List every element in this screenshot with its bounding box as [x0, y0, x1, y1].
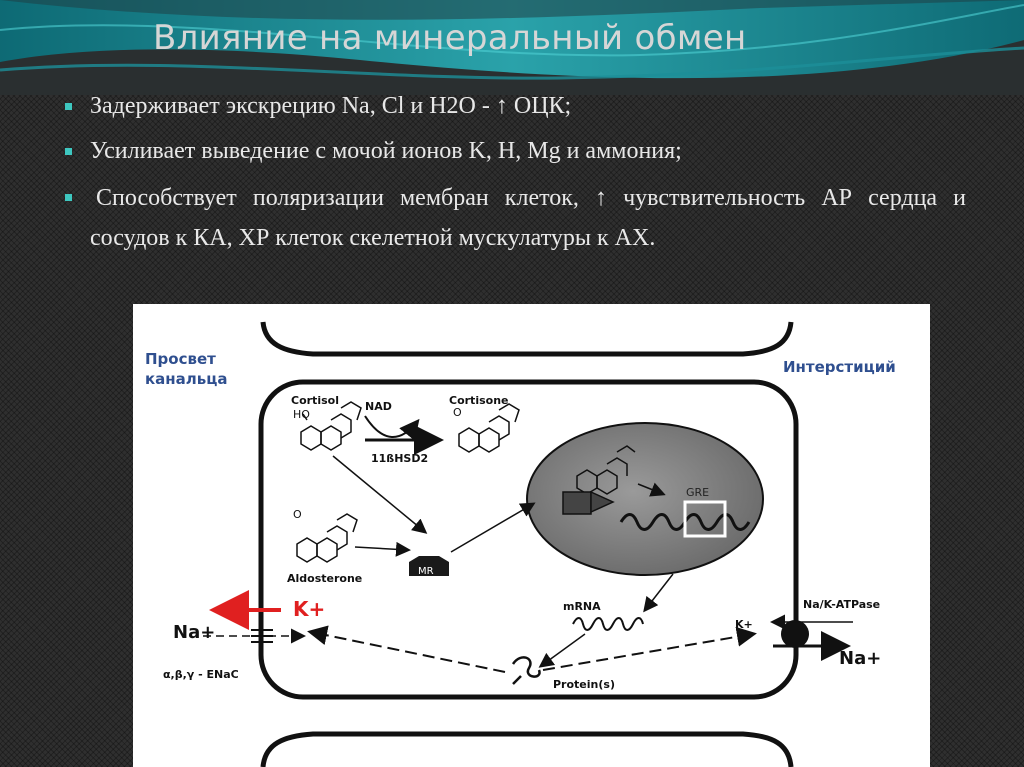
cell-outline	[258, 379, 799, 700]
protein-label: Protein(s)	[553, 678, 615, 691]
protein-to-enac-arrow	[307, 625, 506, 673]
cortisone-label: Cortisone	[449, 394, 508, 407]
mineralocorticoid-receptor: MR	[409, 556, 449, 577]
nucleus-to-mrna-arrow	[643, 573, 674, 613]
gre-box	[683, 500, 727, 538]
k-plus-small-label: K+	[735, 618, 753, 631]
header-band	[0, 0, 1024, 95]
cortisol-to-receptor-arrow	[332, 455, 428, 534]
header-wave-decoration	[0, 0, 1024, 95]
enzyme-label: 11ßHSD2	[371, 452, 428, 465]
na-plus-left-label: Na+	[173, 622, 215, 643]
cell-membrane-bottom	[260, 731, 794, 767]
nad-curve-arrow	[364, 415, 420, 441]
receptor-label: MR	[418, 566, 434, 577]
lumen-label-line-2: канальца	[145, 370, 228, 388]
nad-label: NAD	[365, 400, 392, 413]
gre-label: GRE	[686, 486, 709, 499]
mrna-coil	[572, 617, 644, 631]
bullet-marker-1	[65, 103, 72, 110]
aldosterone-label: Aldosterone	[287, 572, 362, 585]
k-plus-big-label: K+	[293, 597, 325, 621]
cortisone-o-label: O	[453, 406, 462, 419]
protein-to-pump-arrow	[542, 626, 757, 671]
nuclear-steroid-receptor-complex	[562, 445, 636, 515]
mrna-to-protein-arrow	[538, 633, 586, 668]
na-k-atpase-label: Na/K-ATPase	[803, 598, 880, 611]
bullet-1: Задерживает экскрецию Na, Cl и H2O - ↑ О…	[90, 93, 572, 119]
protein-shape	[511, 656, 541, 685]
cortisol-label: Cortisol	[291, 394, 339, 407]
cortisol-ho-label: HO	[293, 408, 310, 421]
aldosterone-mechanism-diagram: GRE Просвет канальца Интерстиций Cortiso…	[133, 304, 930, 767]
slide-title: Влияние на минеральный обмен	[153, 18, 747, 58]
cell-membrane-top	[260, 321, 794, 357]
bullet-3: Способствует поляризации мембран клеток,…	[90, 185, 966, 251]
na-k-atpase-pump	[781, 620, 809, 648]
aldosterone-to-receptor-arrow	[354, 541, 411, 557]
interstitium-label: Интерстиций	[783, 358, 896, 376]
enac-label: α,β,γ - ENaC	[163, 668, 239, 681]
receptor-to-nucleus-arrow	[450, 502, 536, 553]
bullet-marker-2	[65, 148, 72, 155]
lumen-label-line-1: Просвет	[145, 350, 216, 368]
bullet-2: Усиливает выведение с мочой ионов K, H, …	[90, 138, 682, 164]
aldosterone-o-label: O	[293, 508, 302, 521]
aldosterone-structure	[296, 513, 358, 563]
bullet-marker-3	[65, 194, 72, 201]
mrna-label: mRNA	[563, 600, 601, 613]
cortisol-structure	[300, 401, 362, 451]
na-plus-right-label: Na+	[839, 648, 881, 669]
diagram-canvas: GRE Просвет канальца Интерстиций Cortiso…	[145, 321, 896, 767]
cortisone-structure	[458, 403, 520, 453]
